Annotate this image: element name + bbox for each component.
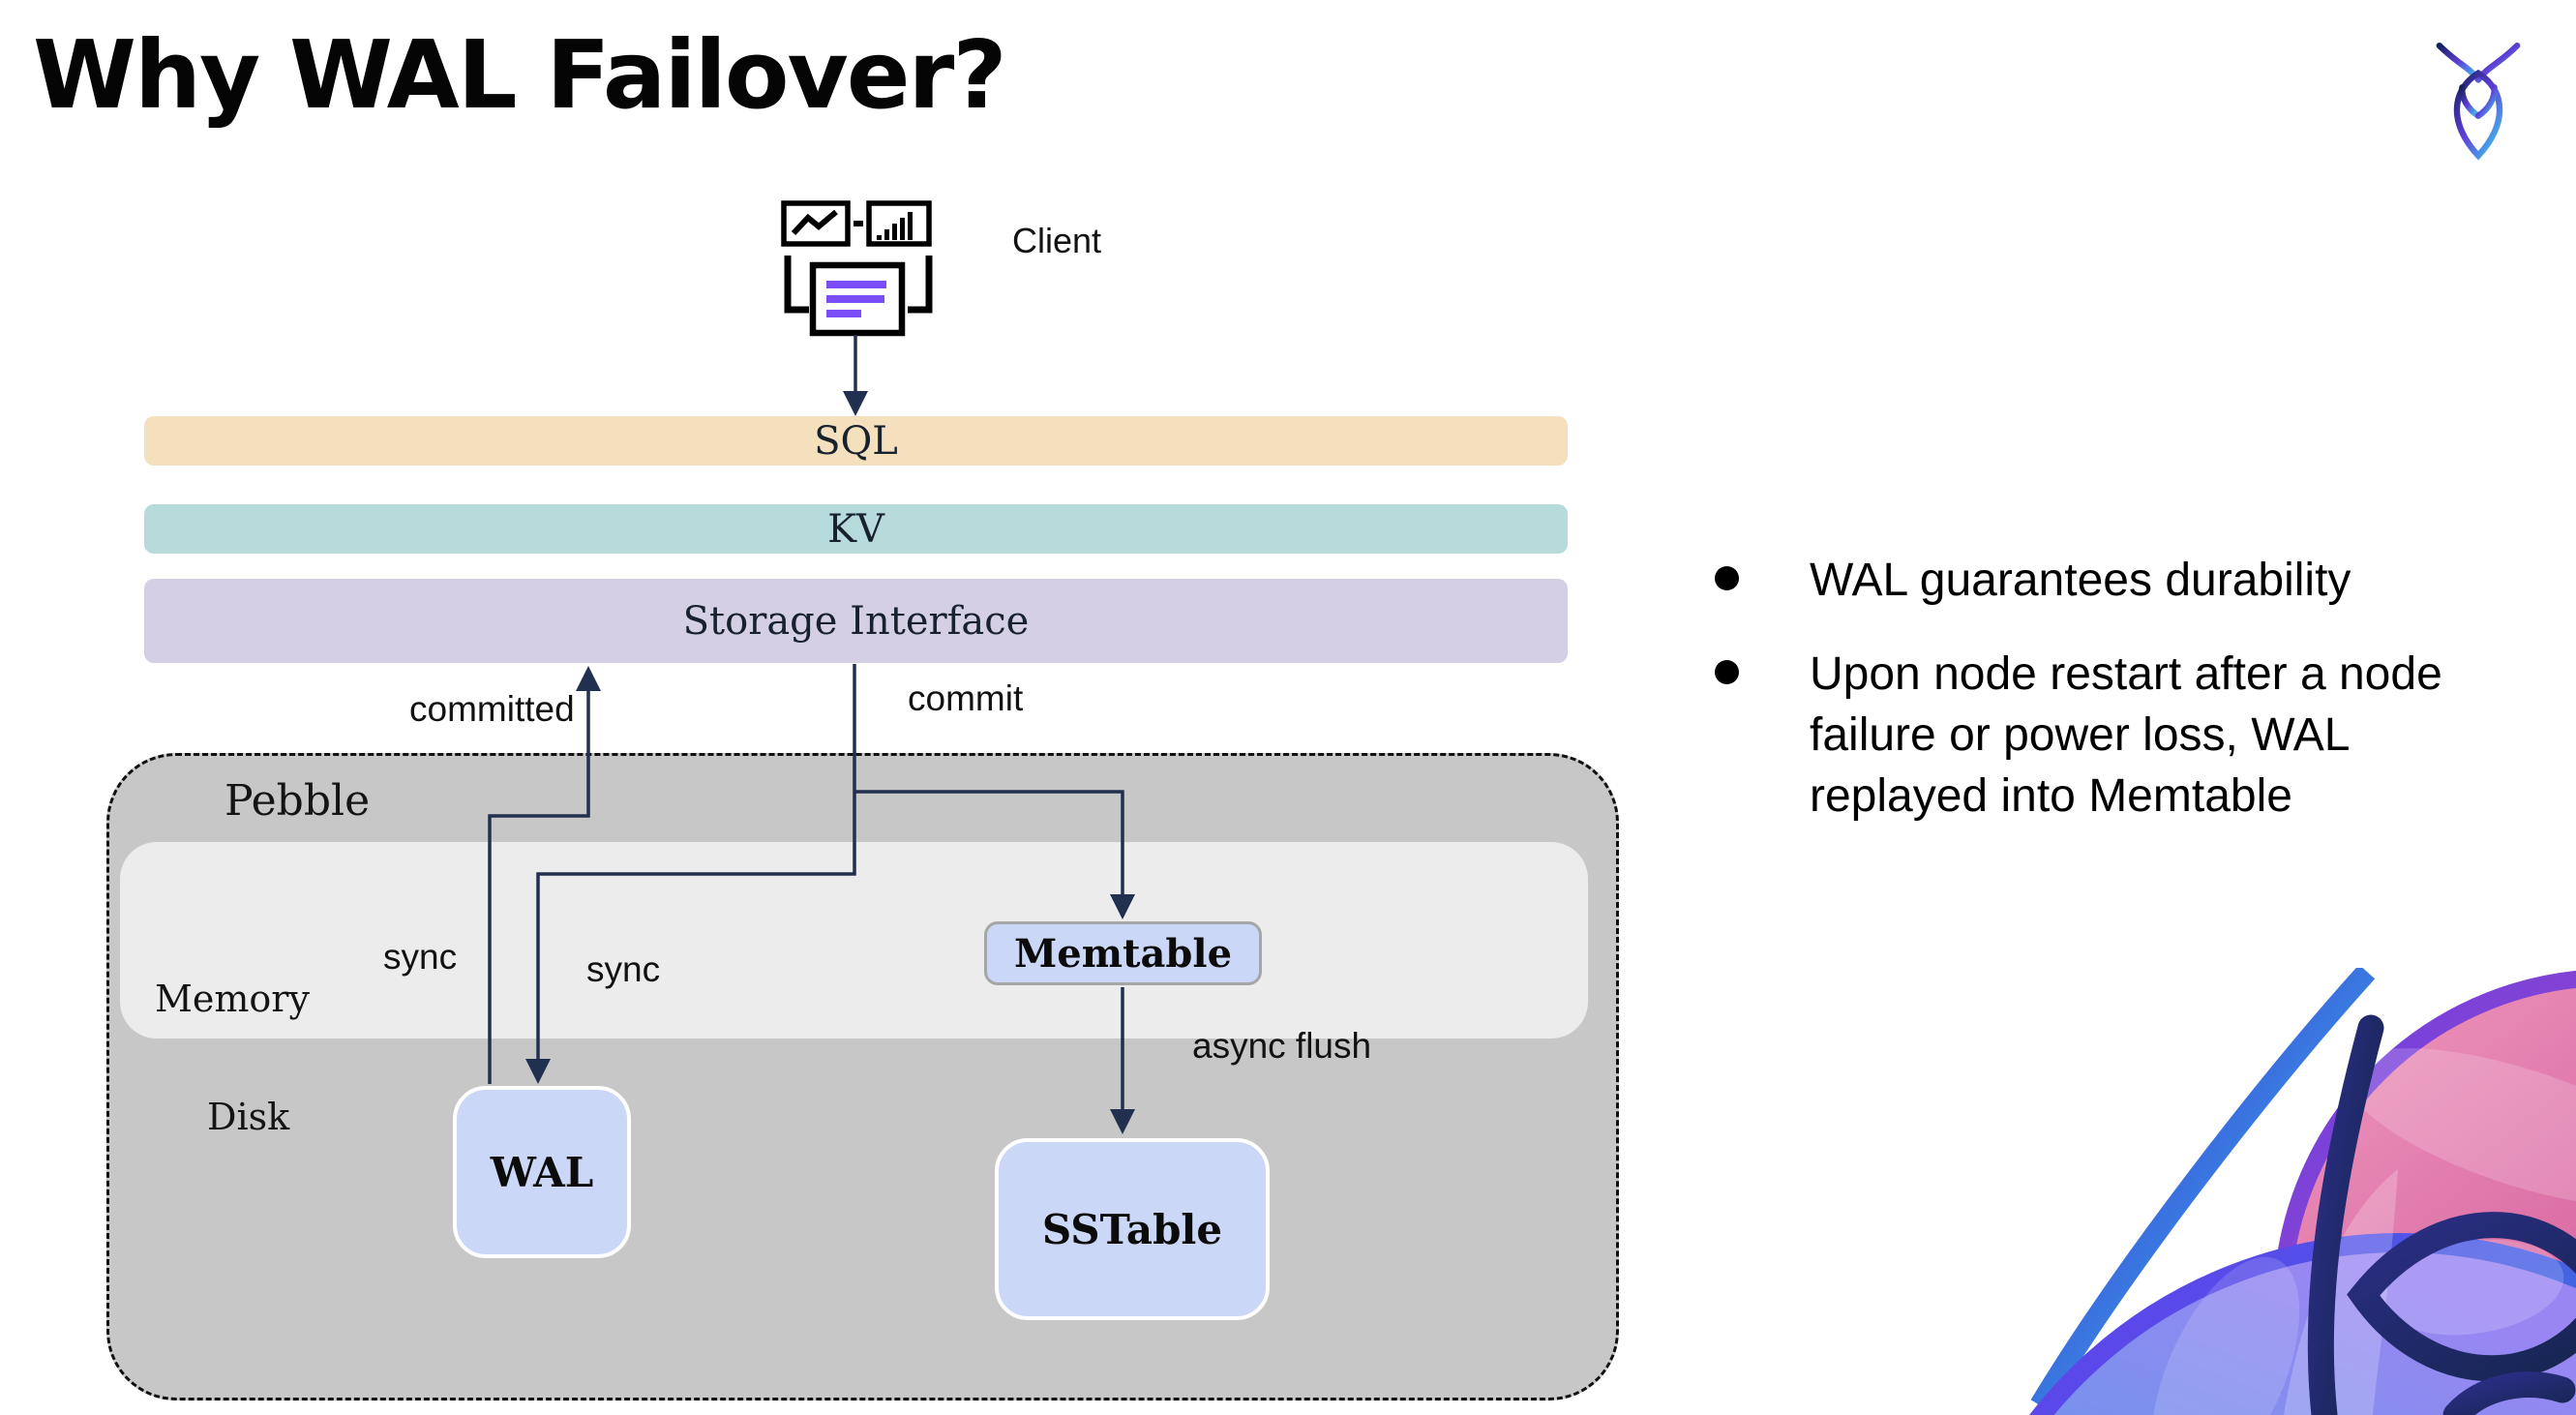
layer-storage-label: Storage Interface [682, 598, 1030, 644]
bullet-dot-icon [1715, 660, 1739, 684]
arrowhead-client-sql [843, 391, 868, 416]
sstable-node: SSTable [995, 1138, 1270, 1320]
async-flush-flow-label: async flush [1192, 1026, 1372, 1066]
layer-sql-label: SQL [814, 418, 898, 464]
page-title: Why WAL Failover? [33, 20, 1007, 130]
list-item: WAL guarantees durability [1715, 550, 2566, 611]
bullet-text: WAL guarantees durability [1810, 555, 2351, 606]
layer-sql: SQL [144, 416, 1568, 466]
sstable-node-label: SSTable [1041, 1205, 1223, 1253]
layer-storage-interface: Storage Interface [144, 579, 1568, 663]
commit-flow-label: commit [908, 678, 1024, 718]
cockroachdb-logo-icon [2431, 41, 2526, 161]
wal-node: WAL [453, 1086, 631, 1258]
client-devices-icon [780, 197, 935, 338]
sync-left-flow-label: sync [383, 937, 458, 977]
bullet-dot-icon [1715, 566, 1739, 590]
memory-zone [120, 842, 1588, 1039]
pebble-title: Pebble [225, 776, 371, 826]
memory-zone-label: Memory [155, 978, 310, 1020]
brand-artwork [1984, 968, 2576, 1415]
committed-flow-label: committed [409, 689, 575, 729]
bullet-text: Upon node restart after a node failure o… [1810, 648, 2442, 822]
notes-list: WAL guarantees durability Upon node rest… [1715, 550, 2566, 827]
layer-kv-label: KV [827, 506, 884, 552]
memtable-node: Memtable [984, 921, 1262, 985]
disk-zone-label: Disk [207, 1096, 290, 1138]
memtable-node-label: Memtable [1013, 930, 1233, 977]
sync-right-flow-label: sync [586, 949, 661, 989]
list-item: Upon node restart after a node failure o… [1715, 644, 2566, 827]
layer-kv: KV [144, 504, 1568, 554]
client-label: Client [1012, 221, 1102, 260]
arrowhead-committed-up [576, 666, 601, 691]
wal-node-label: WAL [490, 1148, 594, 1196]
